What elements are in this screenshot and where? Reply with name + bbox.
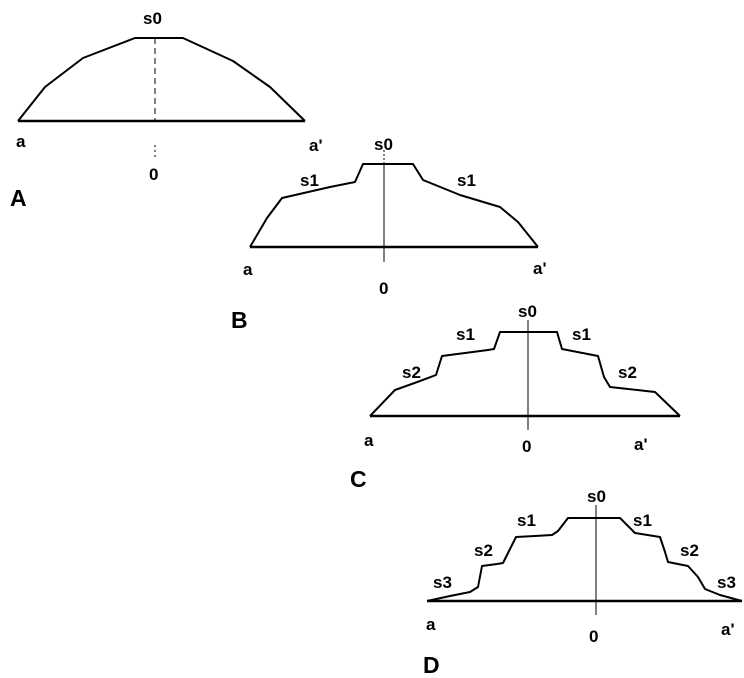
panel-a-center-label: 0: [149, 165, 158, 184]
panel-d-step-s2-left-label: s2: [474, 541, 493, 560]
panel-d-step-s0-label: s0: [587, 487, 606, 506]
panel-b-step-s1-right-label: s1: [457, 171, 476, 190]
panel-b-step-s0-label: s0: [374, 135, 393, 154]
panel-c-step-s1-left-label: s1: [456, 325, 475, 344]
panel-b-end-right: a': [533, 259, 547, 278]
panel-c: s0 s1 s1 s2 s2 a a' 0 C: [350, 302, 681, 492]
panel-a: s0 a a' 0 A: [10, 9, 323, 211]
panel-a-end-right: a': [309, 136, 323, 155]
panel-c-step-s0-label: s0: [518, 302, 537, 321]
panel-c-step-s1-right-label: s1: [572, 325, 591, 344]
panel-d-center-label: 0: [589, 627, 598, 646]
panel-c-end-right: a': [634, 435, 648, 454]
panel-d-step-s1-right-label: s1: [633, 511, 652, 530]
panel-d: s0 s1 s1 s2 s2 s3 s3 a a' 0 D: [423, 487, 743, 678]
panel-d-end-right: a': [721, 620, 735, 639]
panel-a-end-left: a: [16, 132, 26, 151]
panel-d-label: D: [423, 652, 440, 678]
panel-c-label: C: [350, 466, 367, 492]
panel-b-label: B: [231, 307, 248, 333]
panel-d-step-s1-left-label: s1: [517, 511, 536, 530]
panel-d-step-s3-right-label: s3: [717, 573, 736, 592]
panel-b-step-s1-left-label: s1: [300, 171, 319, 190]
panel-c-profile: [369, 331, 681, 417]
panel-d-step-s2-right-label: s2: [680, 541, 699, 560]
panel-b-end-left: a: [243, 260, 253, 279]
panel-c-step-s2-right-label: s2: [618, 363, 637, 382]
panel-c-end-left: a: [364, 431, 374, 450]
panel-c-step-s2-left-label: s2: [402, 363, 421, 382]
panel-c-center-label: 0: [522, 437, 531, 456]
panel-b-profile: [249, 163, 539, 248]
panel-d-step-s3-left-label: s3: [433, 573, 452, 592]
panel-b: s0 s1 s1 a a' 0 B: [231, 135, 547, 333]
panel-a-step-s0-label: s0: [143, 9, 162, 28]
panel-a-profile: [17, 37, 306, 122]
panel-a-label: A: [10, 185, 27, 211]
panel-d-end-left: a: [426, 615, 436, 634]
panel-d-profile: [426, 517, 743, 602]
panel-b-center-label: 0: [379, 279, 388, 298]
